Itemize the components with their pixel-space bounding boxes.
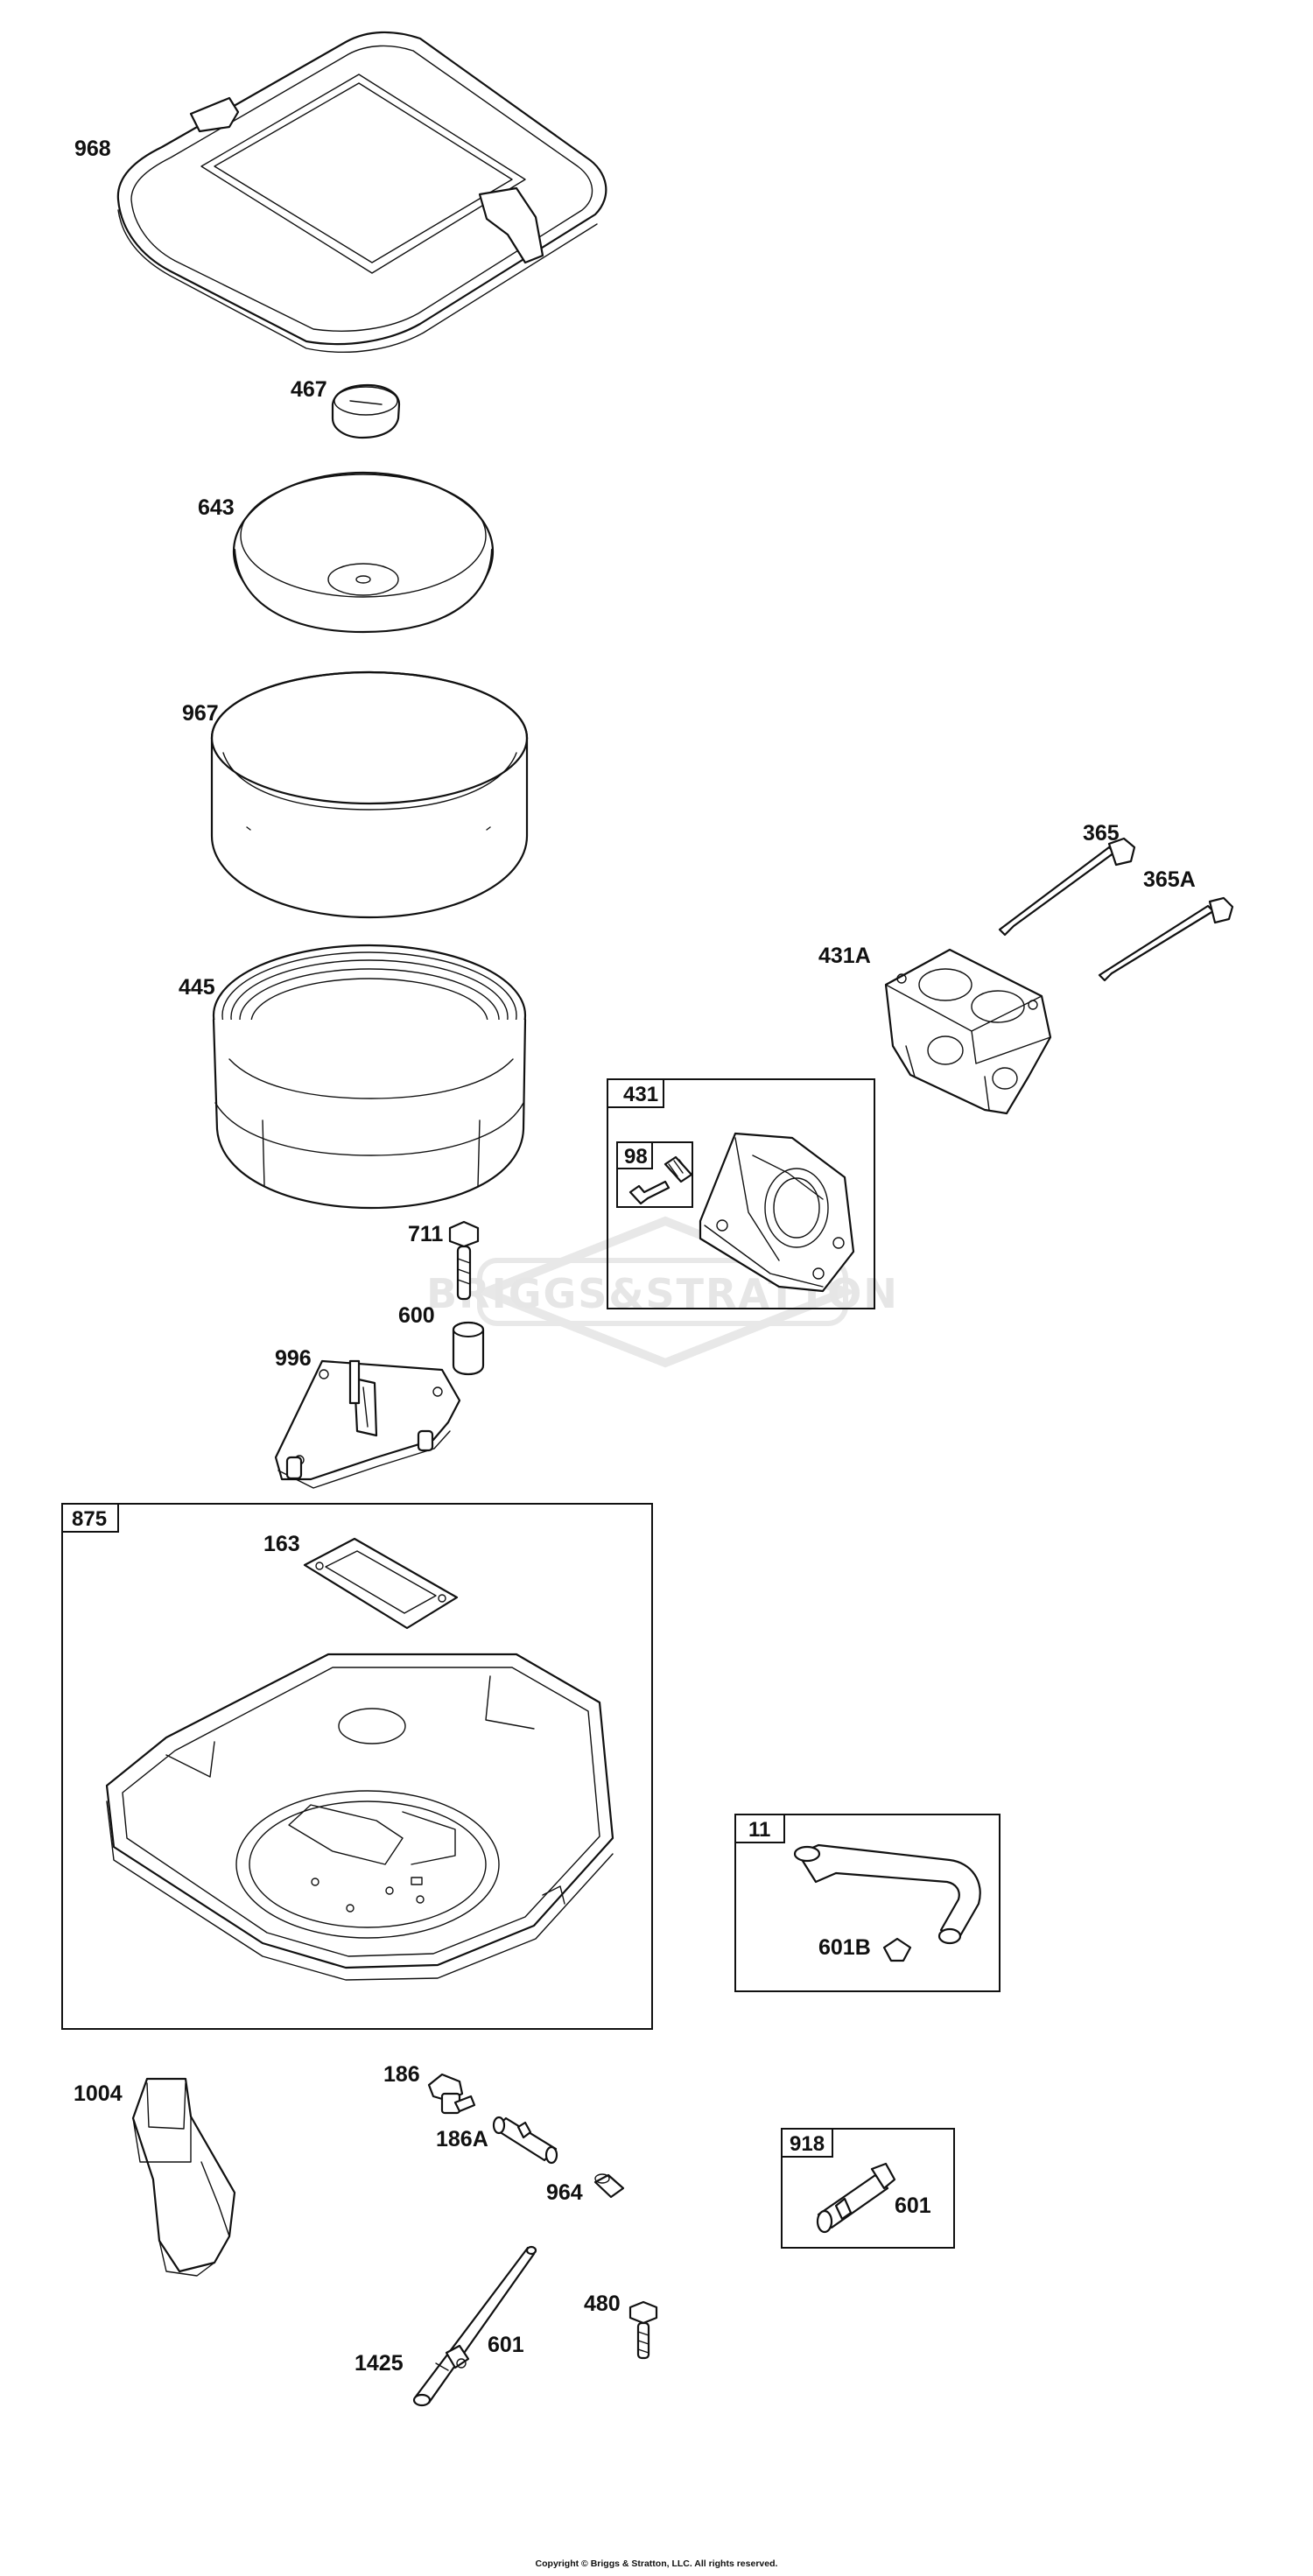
part-1425-tube[interactable] (412, 2245, 537, 2407)
callout-967: 967 (182, 701, 219, 726)
group-918[interactable]: 918 601 (781, 2128, 955, 2249)
part-186-valve[interactable] (427, 2073, 476, 2115)
callout-968: 968 (74, 137, 111, 161)
group-918-label: 918 (790, 2132, 825, 2156)
part-643-tray[interactable] (232, 471, 495, 634)
group-98-label: 98 (624, 1145, 648, 1169)
part-964-plug[interactable] (593, 2173, 625, 2199)
callout-431A: 431A (818, 944, 871, 968)
part-163-gasket[interactable] (303, 1537, 459, 1630)
part-601-clamp[interactable] (445, 2344, 470, 2369)
part-365A-bolt[interactable] (1098, 896, 1234, 982)
part-600-spacer[interactable] (452, 1321, 485, 1376)
callout-467: 467 (291, 377, 327, 402)
callout-186A: 186A (436, 2127, 488, 2151)
callout-163: 163 (263, 1532, 300, 1556)
part-875-base[interactable] (105, 1653, 614, 1969)
part-967-prefilter[interactable] (210, 670, 529, 919)
copyright-text: Copyright © Briggs & Stratton, LLC. All … (536, 2558, 778, 2569)
callout-1425: 1425 (355, 2351, 404, 2376)
group-875-label: 875 (72, 1507, 107, 1531)
part-98-screw[interactable] (628, 1180, 671, 1205)
part-431A-adapter[interactable] (884, 948, 1052, 1115)
part-1004-duct[interactable] (131, 2077, 236, 2277)
part-445-filter[interactable] (212, 944, 527, 1210)
part-968-cover[interactable] (116, 31, 607, 353)
part-11-tube[interactable] (797, 1843, 981, 1941)
group-11-label: 11 (748, 1818, 770, 1842)
part-98-spring[interactable] (664, 1155, 693, 1183)
part-365-bolt[interactable] (998, 837, 1136, 937)
callout-964: 964 (546, 2180, 583, 2205)
part-996-bracket[interactable] (274, 1359, 461, 1489)
callout-601-group918: 601 (895, 2193, 931, 2218)
group-11[interactable]: 11 601B (734, 1814, 1001, 1992)
callout-1004: 1004 (74, 2081, 123, 2106)
callout-600: 600 (398, 1303, 435, 1328)
callout-480: 480 (584, 2292, 621, 2316)
callout-365: 365 (1083, 821, 1120, 846)
callout-365A: 365A (1143, 867, 1196, 892)
group-431[interactable]: 431 98 (607, 1078, 875, 1309)
group-431-label: 431 (623, 1083, 658, 1106)
callout-601B: 601B (818, 1935, 871, 1960)
callout-445: 445 (179, 975, 215, 1000)
part-431-carb-body[interactable] (699, 1132, 855, 1293)
part-601B-clamp[interactable] (882, 1937, 912, 1962)
callout-643: 643 (198, 495, 235, 520)
callout-711: 711 (408, 1222, 443, 1246)
callout-601: 601 (488, 2333, 524, 2357)
group-875[interactable]: 875 163 (61, 1503, 653, 2030)
part-711-bolt[interactable] (448, 1220, 480, 1301)
part-467-knob[interactable] (331, 383, 401, 439)
callout-996: 996 (275, 1346, 312, 1371)
part-480-screw[interactable] (628, 2300, 658, 2360)
part-186A-fitting[interactable] (492, 2116, 558, 2165)
callout-186: 186 (383, 2062, 420, 2087)
